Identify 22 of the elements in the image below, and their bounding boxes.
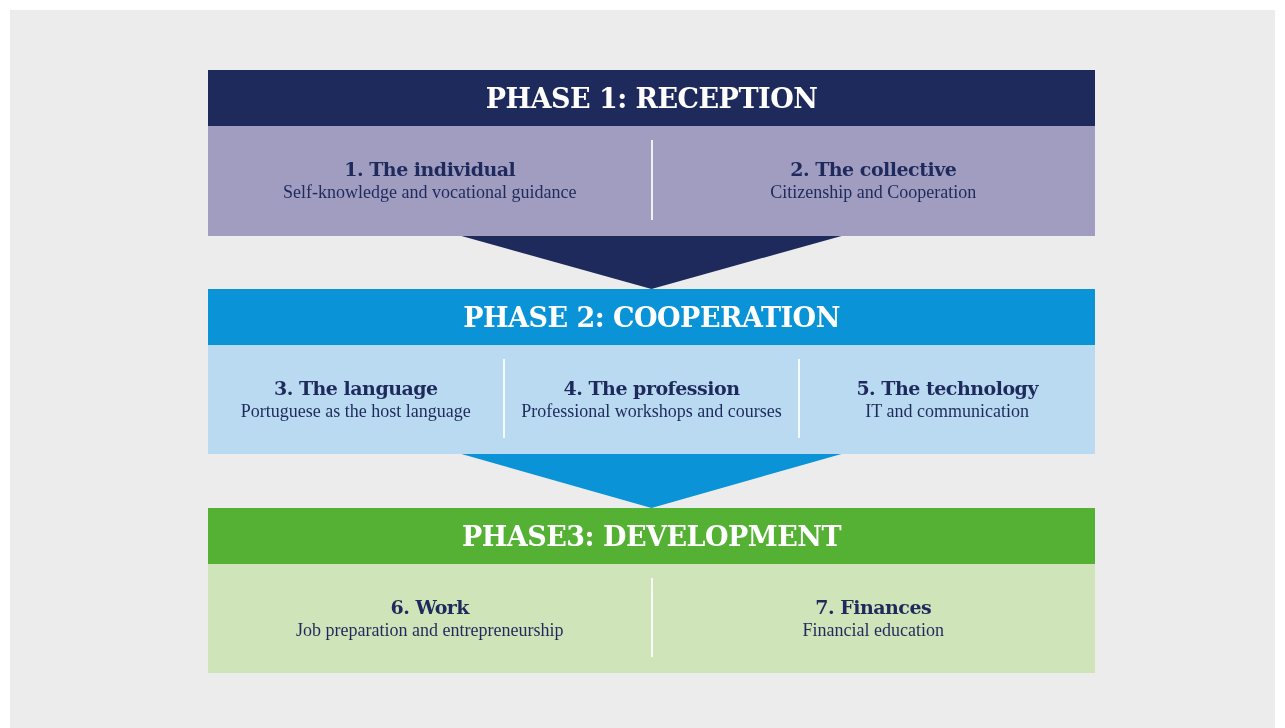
phase-panel — [208, 289, 1095, 454]
phase-panel — [208, 508, 1095, 673]
column-description: Financial education — [802, 618, 944, 642]
column-description: Professional workshops and courses — [521, 399, 782, 423]
chevron-arrow — [461, 454, 842, 508]
column-description: Job preparation and entrepreneurship — [296, 618, 564, 642]
column-description: IT and communication — [865, 399, 1029, 423]
phase-header: PHASE 2: COOPERATION — [208, 289, 1095, 345]
column-title: 5. The technology — [856, 376, 1038, 399]
column-title: 2. The collective — [790, 158, 957, 180]
chevron-arrow — [461, 236, 842, 289]
phase-panel — [208, 70, 1095, 236]
column-title: 3. The language — [273, 376, 438, 399]
phase-header: PHASE3: DEVELOPMENT — [208, 508, 1095, 564]
phase-header: PHASE 1: RECEPTION — [208, 70, 1095, 126]
column-description: Self-knowledge and vocational guidance — [283, 181, 577, 204]
column-title: 6. Work — [390, 595, 470, 618]
column-title: 7. Finances — [815, 595, 932, 618]
column-description: Portuguese as the host language — [240, 399, 471, 423]
column-title: 4. The profession — [563, 376, 740, 399]
column-title: 1. The individual — [344, 158, 516, 180]
column-description: Citizenship and Cooperation — [770, 181, 977, 204]
